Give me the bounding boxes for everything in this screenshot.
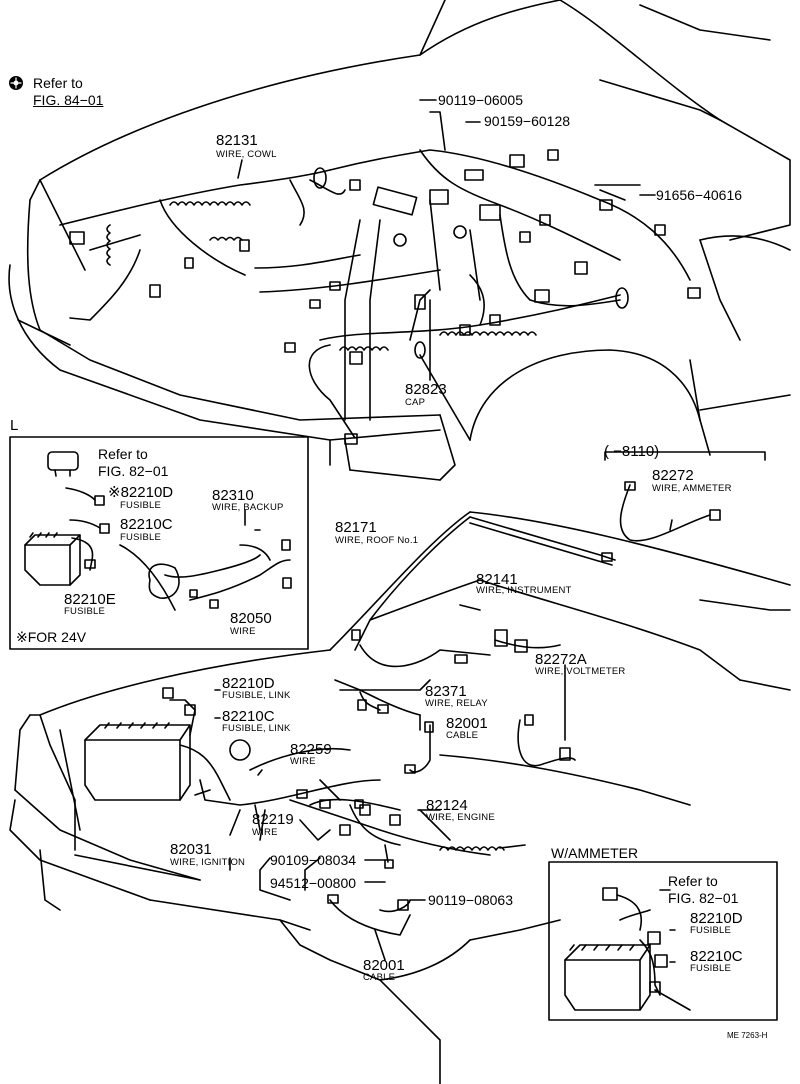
washer-94512-00800: 94512−00800 xyxy=(270,875,357,891)
cable-upper-number: 82001 xyxy=(446,715,488,732)
wire-82219-number: 82219 xyxy=(252,811,294,828)
inset-w-ammeter-box xyxy=(548,861,778,1021)
wire-82259-name: WIRE xyxy=(290,756,316,767)
roof-wire-name: WIRE, ROOF No.1 xyxy=(335,535,419,546)
inset-l-82050-name: WIRE xyxy=(230,626,256,637)
bolt-90119-06005: 90119−06005 xyxy=(438,92,523,108)
instrument-wire-number: 82141 xyxy=(476,571,518,588)
instrument-wire-name: WIRE, INSTRUMENT xyxy=(476,585,572,596)
fusible-link-c-name: FUSIBLE, LINK xyxy=(222,723,291,734)
bolt-91656-40616: 91656−40616 xyxy=(656,187,743,203)
roof-wire-number: 82171 xyxy=(335,519,377,536)
top-car-body xyxy=(8,0,791,481)
inset-l-backup-number: 82310 xyxy=(212,487,254,504)
top-ref-line1: Refer to xyxy=(33,75,83,91)
voltmeter-wire-name: WIRE, VOLTMETER xyxy=(535,666,626,677)
bottom-car-body xyxy=(9,511,791,1084)
ammeter-wire-top xyxy=(604,451,766,542)
w-ammeter-ref1: Refer to xyxy=(668,873,718,889)
inset-l-box xyxy=(9,436,309,650)
wire-82259-number: 82259 xyxy=(290,741,332,758)
cable-lower-name: CABLE xyxy=(363,972,396,983)
ammeter-range: ( −8110) xyxy=(604,443,660,460)
w-ammeter-title: W/AMMETER xyxy=(551,845,639,861)
fusible-link-d-name: FUSIBLE, LINK xyxy=(222,690,291,701)
inset-l-82210c-name: FUSIBLE xyxy=(120,532,161,543)
fusible-link-c-number: 82210C xyxy=(222,708,275,725)
footer-code: ME 7263-H xyxy=(727,1031,768,1040)
voltmeter-wire-number: 82272A xyxy=(535,651,587,668)
ignition-wire-name: WIRE, IGNITION xyxy=(170,857,246,868)
w-ammeter-82210d-number: 82210D xyxy=(690,910,743,927)
cowl-part-name: WIRE, COWL xyxy=(216,149,277,160)
bolt-90109-08034: 90109−08034 xyxy=(270,852,357,868)
inset-l-ref2[interactable]: FIG. 82−01 xyxy=(98,463,169,479)
inset-l-letter: L xyxy=(10,417,19,434)
inset-l-ref1: Refer to xyxy=(98,446,148,462)
w-ammeter-ref2[interactable]: FIG. 82−01 xyxy=(668,890,739,906)
relay-wire-number: 82371 xyxy=(425,683,467,700)
wire-82219-name: WIRE xyxy=(252,827,278,838)
inset-l-82210d-name: FUSIBLE xyxy=(120,500,161,511)
cap-part-name: CAP xyxy=(405,397,426,408)
cable-lower-number: 82001 xyxy=(363,957,405,974)
engine-wire-number: 82124 xyxy=(426,797,468,814)
cap-part-number: 82823 xyxy=(405,381,447,398)
w-ammeter-82210d-name: FUSIBLE xyxy=(690,925,731,936)
bolt-90159-60128: 90159−60128 xyxy=(484,113,571,129)
inset-l-82210c-number: 82210C xyxy=(120,516,173,533)
inset-l-82210d-number: ※82210D xyxy=(108,484,174,501)
engine-wire-name: WIRE, ENGINE xyxy=(426,812,495,823)
bolt-90119-08063: 90119−08063 xyxy=(428,892,513,908)
cowl-part-number: 82131 xyxy=(216,132,258,149)
inset-l-82210e-number: 82210E xyxy=(64,591,116,608)
inset-l-backup-name: WIRE, BACKUP xyxy=(212,502,284,513)
inset-l-82210e-name: FUSIBLE xyxy=(64,606,105,617)
relay-wire-name: WIRE, RELAY xyxy=(425,698,488,709)
w-ammeter-82210c-name: FUSIBLE xyxy=(690,963,731,974)
inset-l-note: ※FOR 24V xyxy=(16,629,87,645)
ref-symbol-icon xyxy=(9,76,23,90)
ammeter-part-number: 82272 xyxy=(652,467,694,484)
cable-upper-name: CABLE xyxy=(446,730,479,741)
w-ammeter-82210c-number: 82210C xyxy=(690,948,743,965)
top-ref-line2[interactable]: FIG. 84−01 xyxy=(33,92,104,108)
ignition-wire-number: 82031 xyxy=(170,841,212,858)
fusible-link-d-number: 82210D xyxy=(222,675,275,692)
ammeter-part-name: WIRE, AMMETER xyxy=(652,483,732,494)
inset-l-82050-number: 82050 xyxy=(230,610,272,627)
